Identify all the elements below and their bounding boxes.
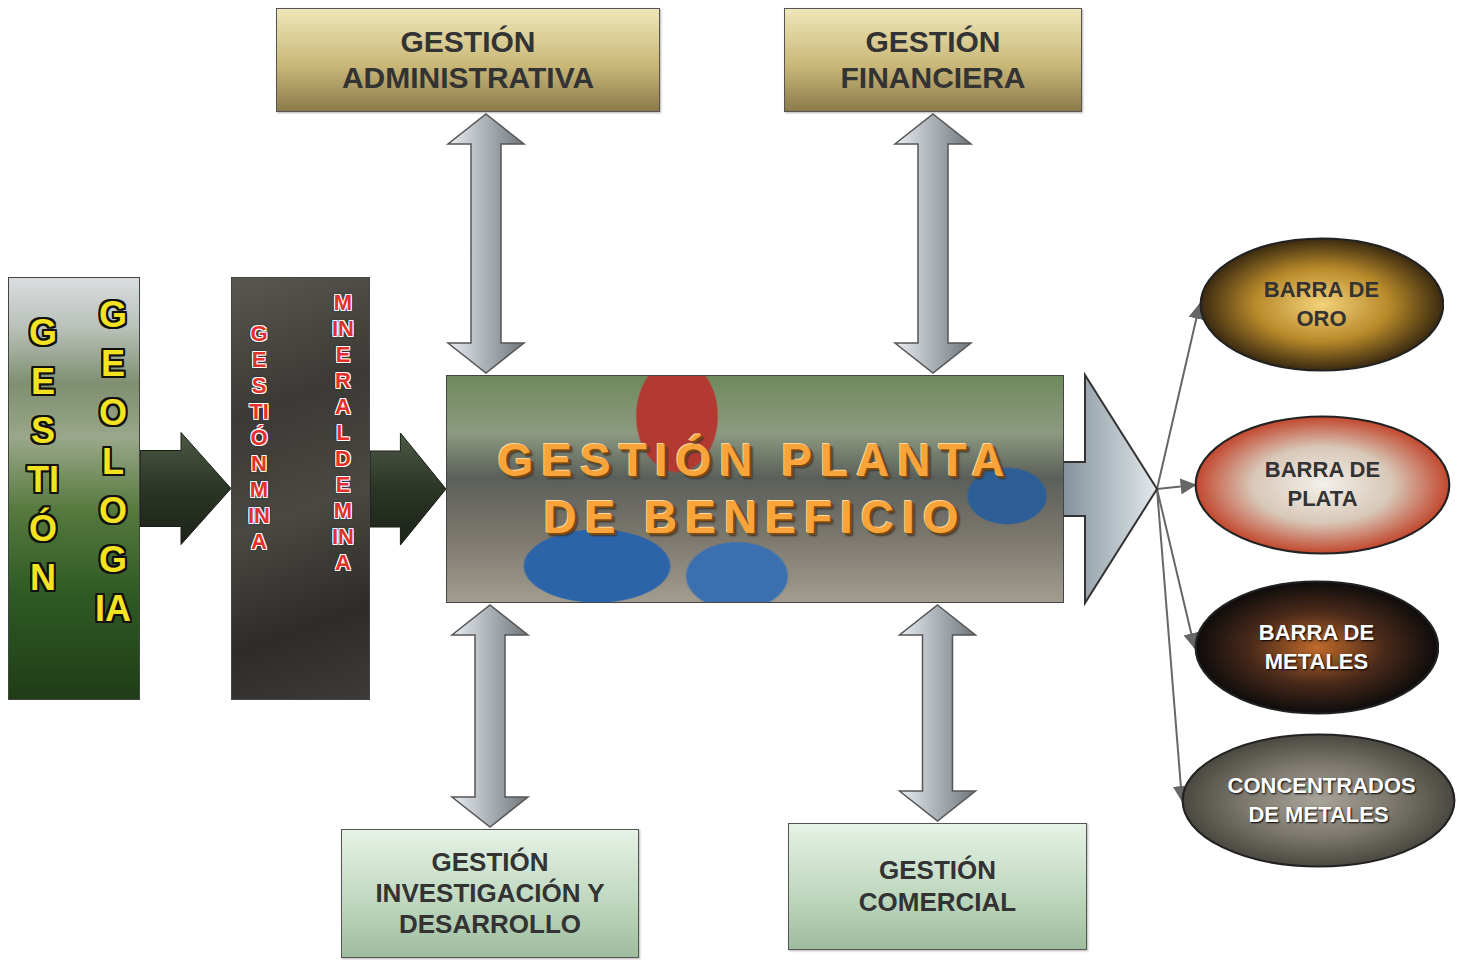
management-box: GESTIÓN ADMINISTRATIVA	[276, 8, 660, 112]
product-label: BARRA DE PLATA	[1230, 456, 1415, 513]
ellipse-outline	[1194, 415, 1451, 555]
ellipse-outline	[1199, 237, 1445, 372]
double-block-arrow	[452, 605, 528, 827]
box-label: GESTIÓN INVESTIGACIÓN Y DESARROLLO	[342, 841, 638, 947]
block-arrow	[370, 433, 446, 545]
ellipse-outline	[1194, 580, 1440, 715]
management-box: GESTIÓN INVESTIGACIÓN Y DESARROLLO	[341, 829, 639, 958]
product-label: BARRA DE METALES	[1228, 619, 1405, 676]
ellipse-shape	[1196, 417, 1450, 554]
product-ellipse: BARRA DE METALES	[1194, 580, 1440, 715]
double-block-arrow	[895, 114, 971, 373]
plant-box: GESTIÓN PLANTA DE BENEFICIO	[446, 375, 1064, 603]
ellipse-shape	[1195, 582, 1438, 714]
product-ellipse: CONCENTRADOS DE METALES	[1181, 733, 1456, 868]
ellipse-shape	[1200, 239, 1443, 371]
double-block-arrow	[900, 605, 976, 821]
product-ellipse: BARRA DE PLATA	[1194, 415, 1451, 555]
management-box: GESTIÓN COMERCIAL	[788, 823, 1087, 950]
vertical-label: MINERAL DE MINA	[332, 290, 354, 576]
box-label: GESTIÓN FINANCIERA	[785, 18, 1081, 102]
vertical-label: GESTIÓN MINA	[248, 321, 270, 555]
vertical-panel: GESTIÓN MINA MINERAL DE MINA	[231, 277, 370, 700]
ellipse-shape	[1183, 735, 1455, 867]
ellipse-outline	[1181, 733, 1456, 868]
plant-title: GESTIÓN PLANTA DE BENEFICIO	[447, 426, 1063, 553]
product-label: CONCENTRADOS DE METALES	[1220, 772, 1418, 829]
block-arrow	[140, 433, 231, 545]
box-label: GESTIÓN COMERCIAL	[789, 849, 1086, 923]
product-ellipse: BARRA DE ORO	[1199, 237, 1445, 372]
vertical-panel: GESTIÓN GEOLOGIA	[8, 277, 140, 700]
double-block-arrow	[448, 114, 524, 373]
management-box: GESTIÓN FINANCIERA	[784, 8, 1082, 112]
vertical-label: GEOLOGIA	[95, 290, 131, 633]
vertical-label: GESTIÓN	[25, 308, 61, 602]
block-arrow	[1055, 375, 1157, 603]
box-label: GESTIÓN ADMINISTRATIVA	[277, 18, 659, 102]
product-label: BARRA DE ORO	[1233, 276, 1410, 333]
